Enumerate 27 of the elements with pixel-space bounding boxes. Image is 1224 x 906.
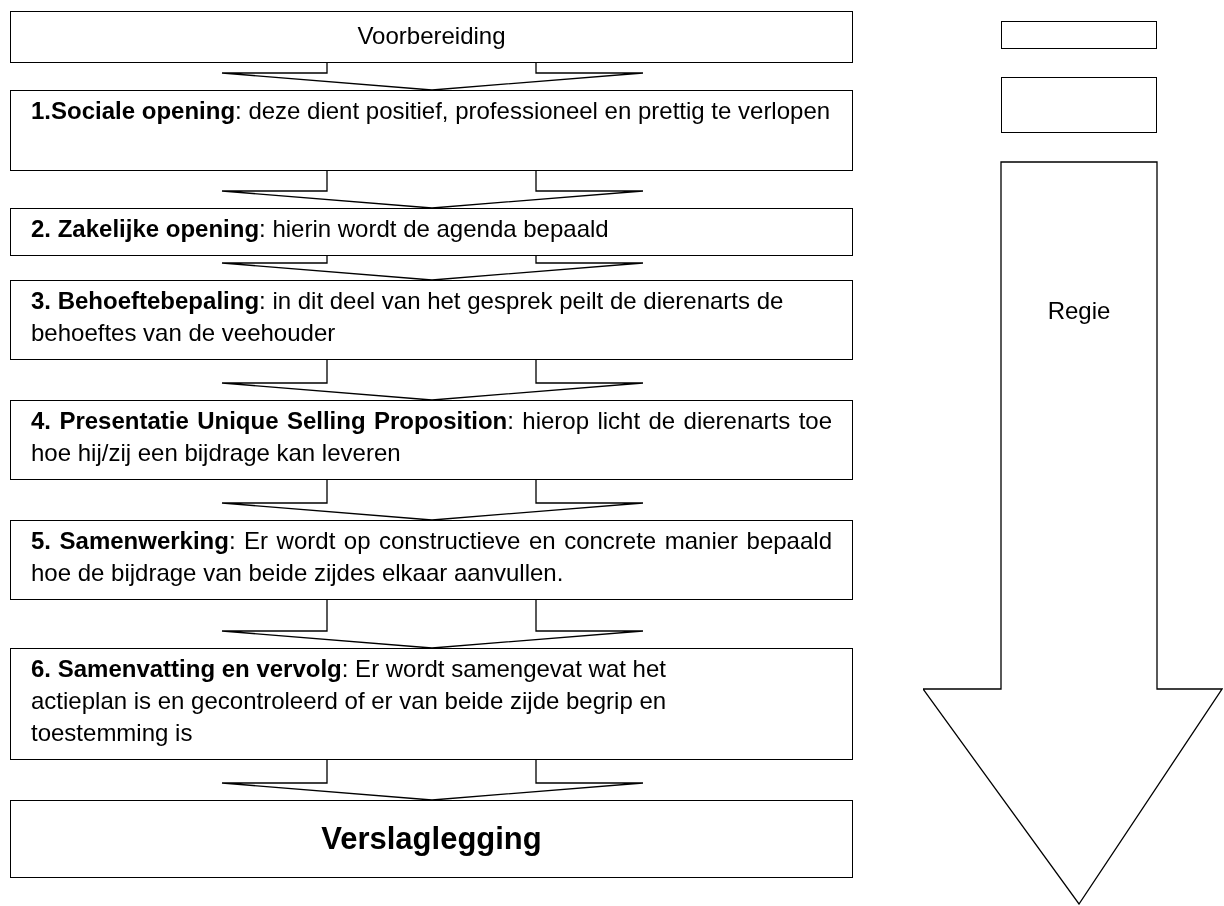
step-text: 1.Sociale opening: deze dient positief, professioneel en prettig te verlopen (31, 96, 832, 126)
block-arrow (221, 170, 644, 209)
step-text: 4. Presentatie Unique Selling Proposition: hierop licht de dierenarts toe hoe hij/zij een bijdrage kan leveren (31, 406, 832, 468)
empty-box (1001, 77, 1157, 133)
step-text: Voorbereiding (356, 22, 507, 50)
step-text: 5. Samenwerking: Er wordt op constructieve en concrete manier bepaald hoe de bijdrage van beide zijdes elkaar aanvullen. (31, 526, 832, 588)
step-box (10, 800, 853, 878)
block-arrow (221, 759, 644, 801)
step-box (10, 648, 853, 760)
step-box (10, 11, 853, 63)
step-box (10, 400, 853, 480)
down-arrow-band (923, 161, 1223, 905)
empty-box (1001, 21, 1157, 49)
step-text: 2. Zakelijke opening: hierin wordt de agenda bepaald (31, 214, 610, 244)
step-title: Verslaglegging (320, 821, 543, 857)
step-text: 3. Behoeftebepaling: in dit deel van het gesprek peilt de dierenarts de behoeftes van de veehouder (31, 286, 785, 348)
block-arrow (221, 62, 644, 91)
block-arrow (221, 359, 644, 401)
step-box (10, 90, 853, 171)
band-label: Regie (1046, 297, 1112, 325)
block-arrow (221, 599, 644, 649)
step-box (10, 520, 853, 600)
block-arrow (221, 255, 644, 281)
step-text: 6. Samenvatting en vervolg: Er wordt samengevat wat het actieplan is en gecontroleerd of er van beide zijde begrip en toestemming is (31, 654, 668, 748)
block-arrow (221, 479, 644, 521)
step-box (10, 280, 853, 360)
step-box (10, 208, 853, 256)
